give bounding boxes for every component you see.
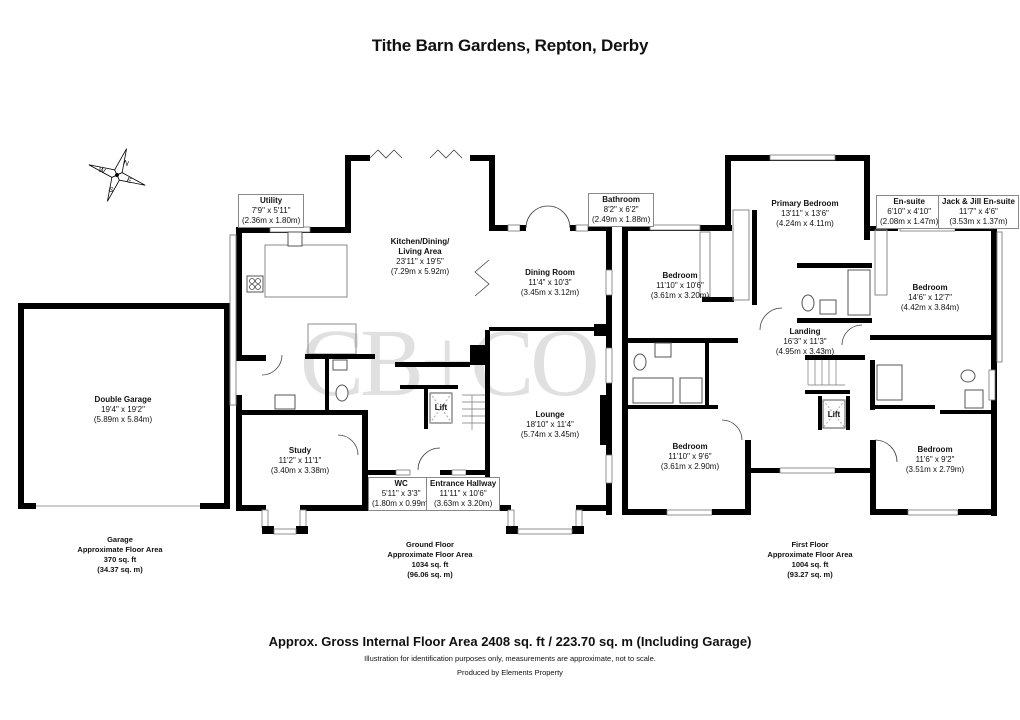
- room-dimensions-imperial: 11'2" x 11'1": [278, 456, 322, 465]
- area-sqft: 1004 sq. ft: [791, 560, 829, 569]
- room-label-lift-first: Lift: [825, 410, 843, 420]
- floor-name: Garage: [107, 535, 133, 544]
- room-dimensions-metric: (4.24m x 4.11m): [776, 219, 834, 228]
- room-label-primary-bedroom: Primary Bedroom 13'11" x 13'6" (4.24m x …: [755, 199, 855, 229]
- room-label-jack-jill-en-suite: Jack & Jill En-suite 11'7" x 4'6" (3.53m…: [938, 195, 1019, 229]
- room-name: Study: [288, 446, 312, 455]
- room-dimensions-metric: (4.42m x 3.84m): [900, 303, 960, 312]
- garage-plan: [18, 303, 230, 509]
- room-dimensions-metric: (3.53m x 1.37m): [949, 217, 1008, 226]
- room-label-dining-room: Dining Room 11'4" x 10'3" (3.45m x 3.12m…: [505, 268, 595, 298]
- room-name: Double Garage: [94, 395, 152, 404]
- area-sqm: (96.06 sq. m): [407, 570, 453, 579]
- room-dimensions-metric: (3.40m x 3.38m): [270, 466, 330, 475]
- room-dimensions-imperial: 19'4" x 19'2": [101, 405, 145, 414]
- room-dimensions-imperial: 11'11" x 10'6": [439, 489, 487, 498]
- room-dimensions-metric: (2.08m x 1.47m): [880, 217, 939, 226]
- room-label-entrance-hallway: Entrance Hallway 11'11" x 10'6" (3.63m x…: [426, 477, 501, 511]
- room-name: Lift: [827, 410, 841, 419]
- room-name: Bedroom: [912, 283, 948, 292]
- room-label-bedroom-2: Bedroom 11'10" x 10'6" (3.61m x 3.20m): [640, 271, 720, 301]
- room-dimensions-metric: (3.61m x 3.20m): [650, 291, 710, 300]
- room-label-bedroom-5: Bedroom 11'6" x 9'2" (3.51m x 2.79m): [895, 445, 975, 475]
- room-dimensions-imperial: 6'10" x 4'10": [887, 207, 932, 216]
- first-floor-area-summary: First Floor Approximate Floor Area 1004 …: [750, 540, 870, 580]
- floor-name: Ground Floor: [406, 540, 454, 549]
- area-sqm: (93.27 sq. m): [787, 570, 833, 579]
- room-name: Lounge: [535, 410, 565, 419]
- room-dimensions-metric: (3.63m x 3.20m): [434, 499, 493, 508]
- room-dimensions-imperial: 5'11" x 3'3": [381, 489, 421, 498]
- room-name: En-suite: [893, 197, 925, 206]
- room-name: Entrance Hallway: [430, 479, 497, 488]
- svg-text:S: S: [107, 186, 114, 194]
- ground-floor-area-summary: Ground Floor Approximate Floor Area 1034…: [370, 540, 490, 580]
- room-name: Bedroom: [662, 271, 698, 280]
- room-name: Dining Room: [525, 268, 575, 277]
- room-dimensions-metric: (2.49m x 1.88m): [592, 215, 651, 224]
- room-label-kitchen-dining-living: Kitchen/Dining/ Living Area 23'11" x 19'…: [370, 237, 470, 277]
- compass-icon: N E S W: [88, 148, 146, 202]
- disclaimer: Illustration for identification purposes…: [364, 654, 656, 663]
- room-name: Primary Bedroom: [771, 199, 839, 208]
- room-label-bedroom-4: Bedroom 11'10" x 9'6" (3.61m x 2.90m): [650, 442, 730, 472]
- room-dimensions-metric: (5.74m x 3.45m): [520, 430, 580, 439]
- svg-text:N: N: [122, 160, 129, 168]
- room-dimensions-imperial: 11'7" x 4'6": [959, 207, 998, 216]
- room-name: Kitchen/Dining/: [390, 237, 450, 246]
- room-name: Bedroom: [672, 442, 708, 451]
- room-dimensions-imperial: 16'3" x 11'3": [783, 337, 827, 346]
- room-label-wc: WC 5'11" x 3'3" (1.80m x 0.99m): [368, 477, 435, 511]
- room-dimensions-metric: (3.45m x 3.12m): [520, 288, 580, 297]
- room-name-line2: Living Area: [398, 247, 442, 256]
- area-caption: Approximate Floor Area: [387, 550, 473, 559]
- room-dimensions-imperial: 11'10" x 10'6": [656, 281, 704, 290]
- room-dimensions-metric: (4.95m x 3.43m): [775, 347, 835, 356]
- first-floor-plan: [622, 154, 1003, 516]
- room-label-study: Study 11'2" x 11'1" (3.40m x 3.38m): [255, 446, 345, 476]
- area-sqft: 1034 sq. ft: [411, 560, 449, 569]
- room-dimensions-metric: (5.89m x 5.84m): [93, 415, 153, 424]
- room-name: Bathroom: [602, 195, 641, 204]
- room-name: Lift: [434, 403, 448, 412]
- producer-credit: Produced by Elements Property: [457, 668, 563, 677]
- room-label-en-suite: En-suite 6'10" x 4'10" (2.08m x 1.47m): [876, 195, 943, 229]
- room-name: Jack & Jill En-suite: [942, 197, 1015, 206]
- area-caption: Approximate Floor Area: [767, 550, 853, 559]
- room-dimensions-imperial: 23'11" x 19'5": [396, 257, 444, 266]
- room-dimensions-metric: (7.29m x 5.92m): [390, 267, 450, 276]
- room-name: Landing: [789, 327, 821, 336]
- room-dimensions-imperial: 11'4" x 10'3": [528, 278, 572, 287]
- room-dimensions-imperial: 13'11" x 13'6": [781, 209, 829, 218]
- area-sqm: (34.37 sq. m): [97, 565, 143, 574]
- room-dimensions-imperial: 8'2" x 6'2": [603, 205, 639, 214]
- room-dimensions-imperial: 11'10" x 9'6": [668, 452, 712, 461]
- room-label-lounge: Lounge 18'10" x 11'4" (5.74m x 3.45m): [505, 410, 595, 440]
- area-caption: Approximate Floor Area: [77, 545, 163, 554]
- room-name: WC: [394, 479, 408, 488]
- page-title: Tithe Barn Gardens, Repton, Derby: [371, 36, 649, 55]
- room-dimensions-metric: (3.61m x 2.90m): [660, 462, 720, 471]
- room-label-bedroom-3: Bedroom 14'6" x 12'7" (4.42m x 3.84m): [890, 283, 970, 313]
- floor-name: First Floor: [791, 540, 829, 549]
- room-dimensions-metric: (2.36m x 1.80m): [242, 216, 301, 225]
- room-dimensions-imperial: 14'6" x 12'7": [908, 293, 952, 302]
- garage-area-summary: Garage Approximate Floor Area 370 sq. ft…: [60, 535, 180, 575]
- room-dimensions-metric: (3.51m x 2.79m): [905, 465, 965, 474]
- gross-internal-area: Approx. Gross Internal Floor Area 2408 s…: [268, 634, 752, 649]
- room-label-double-garage: Double Garage 19'4" x 19'2" (5.89m x 5.8…: [68, 395, 178, 425]
- room-dimensions-imperial: 11'6" x 9'2": [915, 455, 955, 464]
- room-dimensions-metric: (1.80m x 0.99m): [372, 499, 431, 508]
- room-name: Utility: [260, 196, 283, 205]
- area-sqft: 370 sq. ft: [103, 555, 137, 564]
- svg-text:E: E: [126, 177, 133, 185]
- room-label-lift-ground: Lift: [432, 403, 450, 413]
- room-name: Bedroom: [917, 445, 953, 454]
- svg-text:W: W: [97, 167, 106, 176]
- room-dimensions-imperial: 7'9" x 5'11": [251, 206, 291, 215]
- room-label-bathroom: Bathroom 8'2" x 6'2" (2.49m x 1.88m): [588, 193, 655, 227]
- room-label-landing: Landing 16'3" x 11'3" (4.95m x 3.43m): [765, 327, 845, 357]
- room-label-utility: Utility 7'9" x 5'11" (2.36m x 1.80m): [238, 194, 305, 228]
- room-dimensions-imperial: 18'10" x 11'4": [526, 420, 574, 429]
